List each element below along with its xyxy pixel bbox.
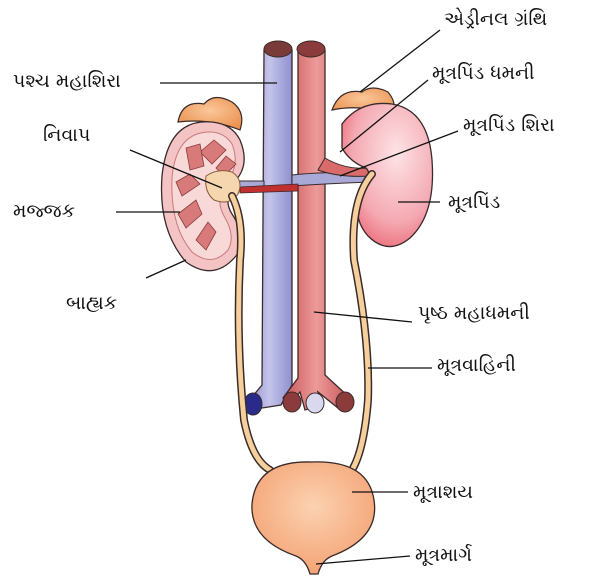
label-renal-vein: મૂત્રપિંડ શિરા bbox=[463, 116, 555, 135]
label-adrenal-gland: એડ્રીનલ ગ્રંથિ bbox=[444, 10, 547, 29]
label-urethra: મૂત્રમાર્ગ bbox=[415, 546, 472, 565]
label-kidney: મૂત્રપિંડ bbox=[448, 193, 500, 212]
leader-adrenal bbox=[360, 30, 440, 92]
label-urinary-bladder: મૂત્રાશય bbox=[413, 483, 473, 502]
label-ureter: મૂત્રવાહિની bbox=[437, 356, 516, 375]
label-renal-artery: મૂત્રપિંડ ધમની bbox=[432, 64, 535, 83]
leader-cortex bbox=[146, 260, 186, 278]
label-pelvis: નિવાપ bbox=[43, 126, 90, 145]
label-cortex: બાહ્યક bbox=[66, 294, 117, 313]
vena-cava bbox=[244, 41, 292, 415]
label-inferior-vena-cava: પશ્ચ મહાશિરા bbox=[13, 72, 121, 91]
label-dorsal-aorta: પૃષ્ઠ મહાધમની bbox=[418, 304, 530, 323]
label-medulla: મજ્જક bbox=[13, 202, 75, 221]
urinary-bladder bbox=[252, 462, 375, 574]
